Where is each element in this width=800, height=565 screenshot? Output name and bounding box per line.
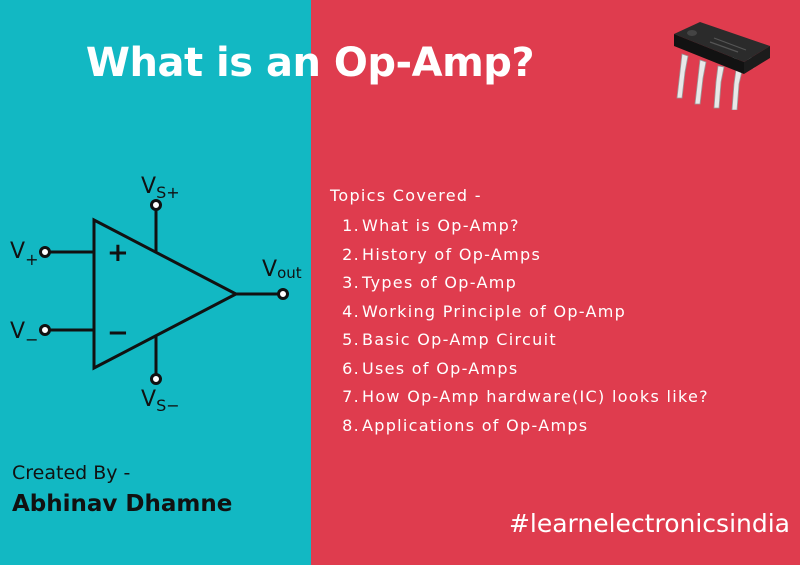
opamp-symbol-icon: + − VS+ VS− V+ V− Vout — [10, 174, 302, 415]
list-number: 4. — [342, 301, 360, 321]
vs-minus-label: VS− — [141, 387, 180, 415]
list-item: 1.What is Op-Amp? — [330, 212, 790, 241]
list-number: 2. — [342, 244, 360, 264]
list-item: 5.Basic Op-Amp Circuit — [330, 326, 790, 355]
created-by-label: Created By - — [12, 462, 131, 484]
vs-minus-terminal — [150, 373, 162, 385]
list-item: 3.Types of Op-Amp — [330, 269, 790, 298]
list-number: 3. — [342, 273, 360, 292]
list-text: History of Op-Amps — [362, 244, 542, 264]
v-minus-label: V− — [10, 319, 38, 349]
vs-plus-terminal — [150, 199, 162, 211]
page-title: What is an Op-Amp? — [85, 40, 535, 86]
vout-label: Vout — [262, 257, 302, 282]
list-number: 1. — [342, 216, 360, 235]
list-text: Types of Op-Amp — [362, 273, 518, 292]
list-text: Applications of Op-Amps — [362, 415, 589, 435]
list-item: 4.Working Principle of Op-Amp — [330, 298, 790, 327]
list-item: 7.How Op-Amp hardware(IC) looks like? — [330, 383, 790, 412]
list-text: What is Op-Amp? — [362, 216, 520, 235]
list-text: Working Principle of Op-Amp — [362, 301, 627, 321]
list-item: 2.History of Op-Amps — [330, 241, 790, 270]
plus-sign: + — [107, 238, 129, 268]
list-text: Basic Op-Amp Circuit — [362, 330, 557, 349]
v-minus-terminal — [39, 324, 51, 336]
minus-sign: − — [107, 318, 129, 348]
topics-heading: Topics Covered - — [330, 186, 482, 205]
list-text: How Op-Amp hardware(IC) looks like? — [362, 387, 709, 406]
list-number: 7. — [342, 387, 360, 406]
vout-terminal — [277, 288, 289, 300]
list-number: 8. — [342, 415, 360, 435]
list-text: Uses of Op-Amps — [362, 358, 519, 378]
list-item: 8.Applications of Op-Amps — [330, 412, 790, 441]
left-panel — [0, 0, 311, 565]
vs-plus-label: VS+ — [141, 174, 180, 202]
list-number: 5. — [342, 330, 360, 349]
list-item: 6.Uses of Op-Amps — [330, 355, 790, 384]
opamp-triangle — [92, 217, 240, 371]
topics-list: 1.What is Op-Amp? 2.History of Op-Amps 3… — [330, 212, 790, 440]
list-number: 6. — [342, 358, 360, 378]
ic-chip-icon — [674, 22, 770, 110]
hashtag: #learnelectronicsindia — [508, 509, 790, 538]
topics-section: Topics Covered - 1.What is Op-Amp? 2.His… — [330, 184, 790, 440]
author-name: Abhinav Dhamne — [12, 491, 233, 517]
v-plus-label: V+ — [10, 239, 38, 269]
v-plus-terminal — [39, 246, 51, 258]
